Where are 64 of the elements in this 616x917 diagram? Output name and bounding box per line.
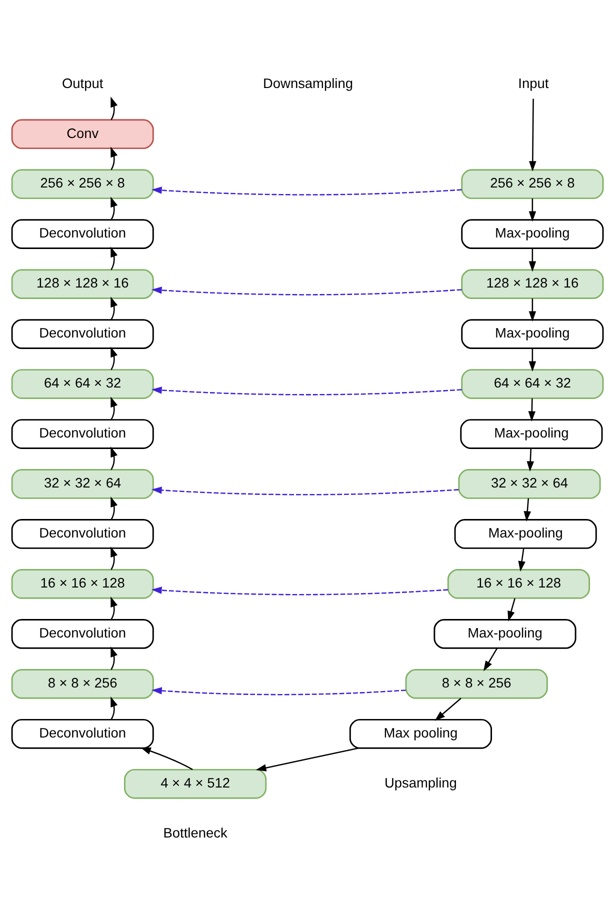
node-box: Max-pooling [461,218,604,249]
arrow [110,546,118,570]
node-text: Input [518,75,549,90]
node-box: 32 × 32 × 64 [458,468,601,498]
node-box: Max pooling [349,718,492,748]
arrow [110,446,118,470]
arrow [110,296,118,320]
arrow [110,246,118,270]
node-box: Deconvolution [11,418,154,448]
arrow [434,697,462,720]
arrow [140,747,193,770]
node-box: 64 × 64 × 32 [11,368,154,398]
arrow [524,498,531,522]
node-box: 64 × 64 × 32 [461,368,604,398]
label: Upsampling [384,775,457,790]
node-box: Max-pooling [434,618,576,648]
node-box: 32 × 32 × 64 [11,468,154,498]
label: Downsampling [263,75,353,90]
node-box: 256 × 256 × 8 [461,168,604,199]
arrow [528,248,536,272]
arrow [110,196,118,220]
arrow [151,286,462,295]
node-box: Max-pooling [454,518,597,548]
node-box: Max-pooling [461,318,604,348]
node-box: 16 × 16 × 128 [447,568,590,598]
arrow [518,548,526,572]
node-box: Deconvolution [11,718,154,748]
arrow [483,647,498,671]
arrow [508,598,516,621]
node-box: 256 × 256 × 8 [11,168,154,199]
node-box: 128 × 128 × 16 [11,268,154,298]
node-text: Output [62,75,104,90]
arrow [110,596,118,620]
arrow [110,396,118,420]
label: Bottleneck [163,824,228,840]
arrow [110,346,118,370]
arrow [110,646,118,670]
node-box: Conv [11,118,154,149]
node-box: 4 × 4 × 512 [124,768,267,798]
arrow [151,486,459,495]
arrow [528,398,536,422]
arrow [528,348,536,372]
arrow [151,386,462,395]
arrow [110,96,118,120]
node-box: 128 × 128 × 16 [461,268,604,298]
node-box: Deconvolution [11,618,154,648]
arrow [110,496,118,520]
node-box: 8 × 8 × 256 [11,668,154,698]
node-box: Deconvolution [11,318,154,348]
arrow [528,298,536,322]
arrow [151,686,406,695]
node-box: 8 × 8 × 256 [405,668,548,698]
arrow [256,747,359,771]
arrow [151,186,462,195]
node-box: Deconvolution [11,518,154,548]
node-box: 16 × 16 × 128 [11,568,154,598]
arrow [110,146,118,170]
arrow [110,696,118,720]
arrow [528,198,536,222]
arrow [526,448,534,472]
node-box: Max-pooling [460,418,603,448]
arrow [529,98,536,172]
arrow [151,586,448,595]
node-box: Deconvolution [11,218,154,249]
